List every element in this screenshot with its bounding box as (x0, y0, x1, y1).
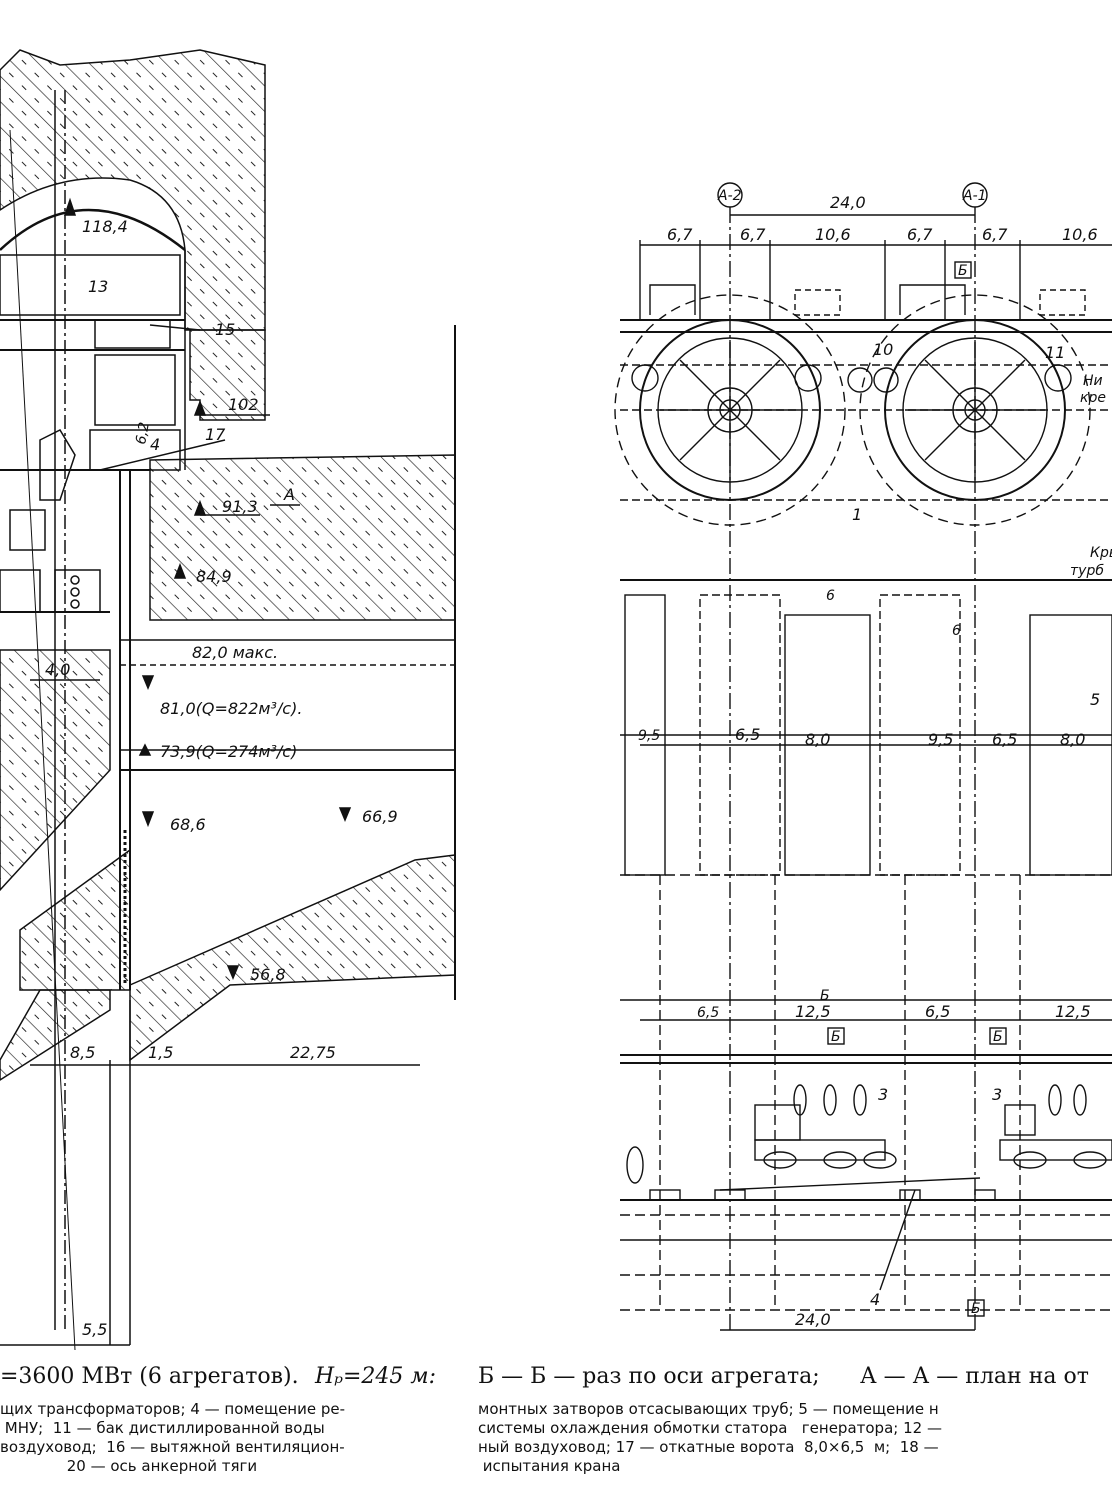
cavern-vault (0, 208, 186, 251)
fragment-label-a: Ни (1083, 373, 1103, 389)
dim-4-0: 4,0 (45, 660, 70, 679)
cross-section (0, 49, 456, 1351)
fragment-label-c: Кры (1090, 545, 1112, 561)
dim-top-6: 10,6 (1062, 225, 1098, 244)
caption-legend-col2: монтных затворов отсасывающих труб; 5 — … (478, 1400, 942, 1475)
dim-6-2: 6,2 (133, 421, 153, 446)
elevation-81: 81,0(Q=822м³/с). (160, 699, 302, 718)
dim-mid-1: 9,5 (638, 728, 660, 744)
dim-top-3: 10,6 (815, 225, 851, 244)
cut-b-2: Б (831, 1029, 841, 1045)
cut-b-4: Б (971, 1301, 981, 1317)
axis-a1: А-1 (962, 188, 987, 204)
dim-mid-2: 6,5 (735, 725, 760, 744)
elevation-68: 68,6 (170, 815, 206, 834)
dim-mid-6: 8,0 (1060, 730, 1085, 749)
elevation-91: 91,3 (222, 497, 258, 516)
hydropower-station-drawing: 118,4 102 91,3 84,9 82,0 макс. 81,0(Q=82… (0, 49, 1112, 1351)
cut-b-5: Б (820, 988, 830, 1004)
elevation-73: 73,9(Q=274м³/с) (160, 742, 297, 761)
plan-view (614, 182, 1112, 1331)
label-4: 4 (150, 435, 160, 454)
label-17: 17 (205, 425, 226, 444)
label-11: 11 (1045, 343, 1065, 362)
dim-bot-3: 6,5 (925, 1002, 950, 1021)
dim-top-2: 6,7 (740, 225, 766, 244)
fragment-label-d: турб (1070, 563, 1104, 579)
dim-mid-4: 9,5 (928, 730, 953, 749)
dim-8-5: 8,5 (70, 1043, 95, 1062)
rock-right-upper (189, 329, 266, 421)
dim-top-1: 6,7 (667, 225, 693, 244)
label-3a: 3 (878, 1085, 888, 1104)
dim-top-4: 6,7 (907, 225, 933, 244)
elevation-56: 56,8 (250, 965, 286, 984)
axis-a2: А-2 (717, 188, 742, 204)
label-1: 1 (852, 505, 862, 524)
elevation-66: 66,9 (362, 807, 398, 826)
dim-bot-4: 12,5 (1055, 1002, 1091, 1021)
label-15: 15 (215, 320, 235, 339)
label-10: 10 (873, 340, 893, 359)
elevation-84: 84,9 (196, 567, 232, 586)
dim-1-5: 1,5 (148, 1043, 173, 1062)
caption-legend-col1: щих трансформаторов; 4 — помещение ре- М… (0, 1400, 346, 1475)
dim-top-5: 6,7 (982, 225, 1008, 244)
dim-22-75: 22,75 (290, 1043, 336, 1062)
dim-mid-3: 8,0 (805, 730, 830, 749)
caption-section-bb: Б — Б — раз по оси агрегата; (478, 1364, 820, 1389)
label-5: 5 (1090, 690, 1100, 709)
fragment-label-b: кре (1080, 390, 1106, 406)
caption-power: =3600 МВт (6 агрегатов). (0, 1364, 299, 1389)
elevation-102: 102 (228, 395, 259, 414)
rock-slab (19, 848, 131, 991)
dim-bot-2: 12,5 (795, 1002, 831, 1021)
rock-massif (0, 49, 266, 331)
caption-head: Hₚ=245 м: (315, 1364, 437, 1389)
cut-b-1: Б (958, 263, 968, 279)
label-6b: 6 (952, 623, 961, 639)
section-cut-a: А (283, 485, 295, 504)
elevation-82-max: 82,0 макс. (192, 643, 278, 662)
cut-b-3: Б (993, 1029, 1003, 1045)
label-4-plan: 4 (870, 1290, 880, 1309)
label-6a: 6 (826, 588, 835, 604)
label-13: 13 (88, 277, 108, 296)
label-3b: 3 (992, 1085, 1002, 1104)
rock-tailrace-slope (129, 854, 456, 1062)
caption-section-aa: А — А — план на от (860, 1364, 1089, 1389)
figure-caption: =3600 МВт (6 агрегатов). Hₚ=245 м: Б — Б… (0, 1360, 1112, 1510)
dim-bot-1: 6,5 (697, 1005, 719, 1021)
dim-top-total: 24,0 (830, 193, 866, 212)
dim-5-5: 5,5 (82, 1320, 107, 1339)
dim-bottom-total: 24,0 (795, 1310, 831, 1329)
rock-shelf (149, 454, 456, 621)
elevation-118: 118,4 (82, 217, 128, 236)
dim-mid-5: 6,5 (992, 730, 1017, 749)
